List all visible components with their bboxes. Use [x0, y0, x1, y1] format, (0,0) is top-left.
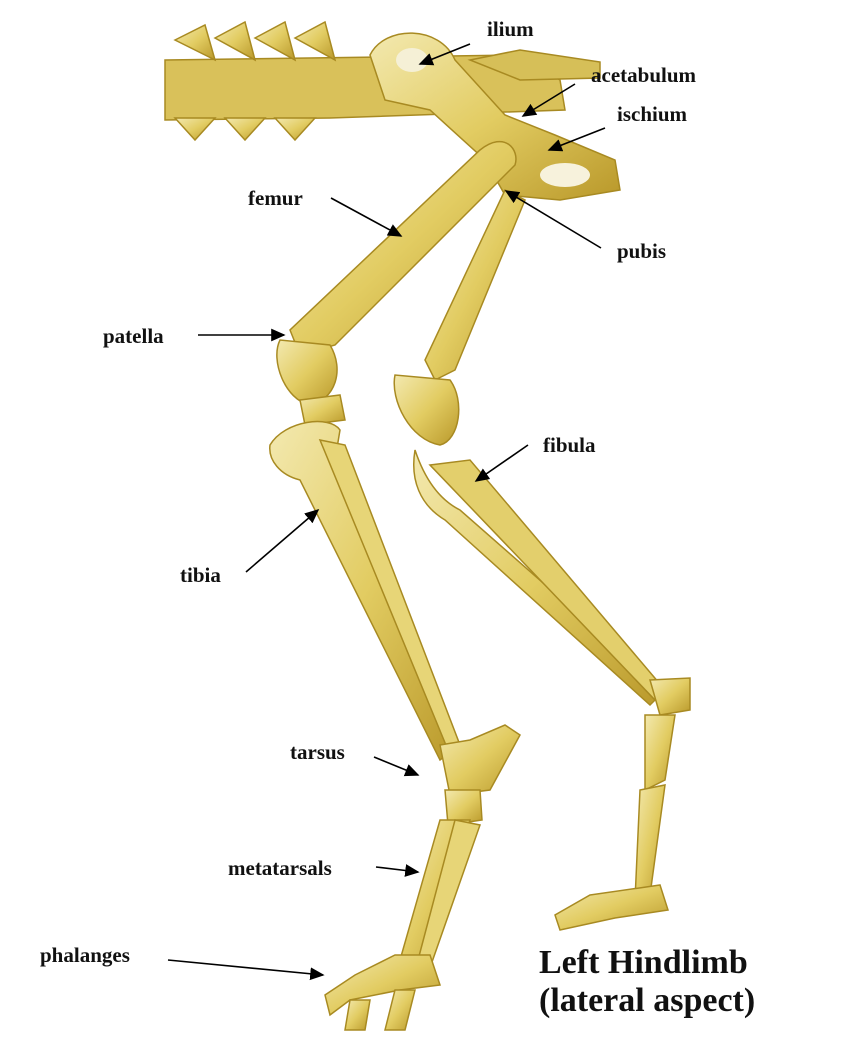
arrow-acetabulum [521, 83, 576, 117]
arrow-fibula [474, 444, 529, 482]
label-tarsus: tarsus [290, 740, 345, 764]
arrow-femur [330, 197, 403, 237]
arrow-ilium [418, 43, 471, 66]
label-phalanges: phalanges [40, 943, 130, 967]
label-ischium: ischium [617, 102, 688, 126]
arrow-tibia [245, 508, 320, 573]
arrow-ischium [547, 127, 606, 152]
label-pubis: pubis [617, 239, 667, 263]
arrow-phalanges [167, 959, 325, 981]
left-hindlimb [269, 140, 521, 1031]
label-femur: femur [248, 186, 303, 210]
caption-line-2: (lateral aspect) [539, 982, 756, 1019]
arrow-tarsus [373, 756, 420, 777]
pelvis [369, 32, 621, 201]
label-metatarsals: metatarsals [228, 856, 332, 880]
diagram-caption: Left Hindlimb (lateral aspect) [539, 944, 755, 1020]
label-patella: patella [103, 324, 164, 348]
label-ilium: ilium [487, 17, 534, 41]
arrow-pubis [504, 190, 602, 249]
label-fibula: fibula [543, 433, 596, 457]
pointer-arrows [167, 43, 606, 981]
arrow-metatarsals [375, 864, 420, 877]
caption-line-1: Left Hindlimb [539, 944, 748, 981]
label-acetabulum: acetabulum [591, 63, 696, 87]
right-hindlimb [393, 188, 691, 931]
label-tibia: tibia [180, 563, 221, 587]
